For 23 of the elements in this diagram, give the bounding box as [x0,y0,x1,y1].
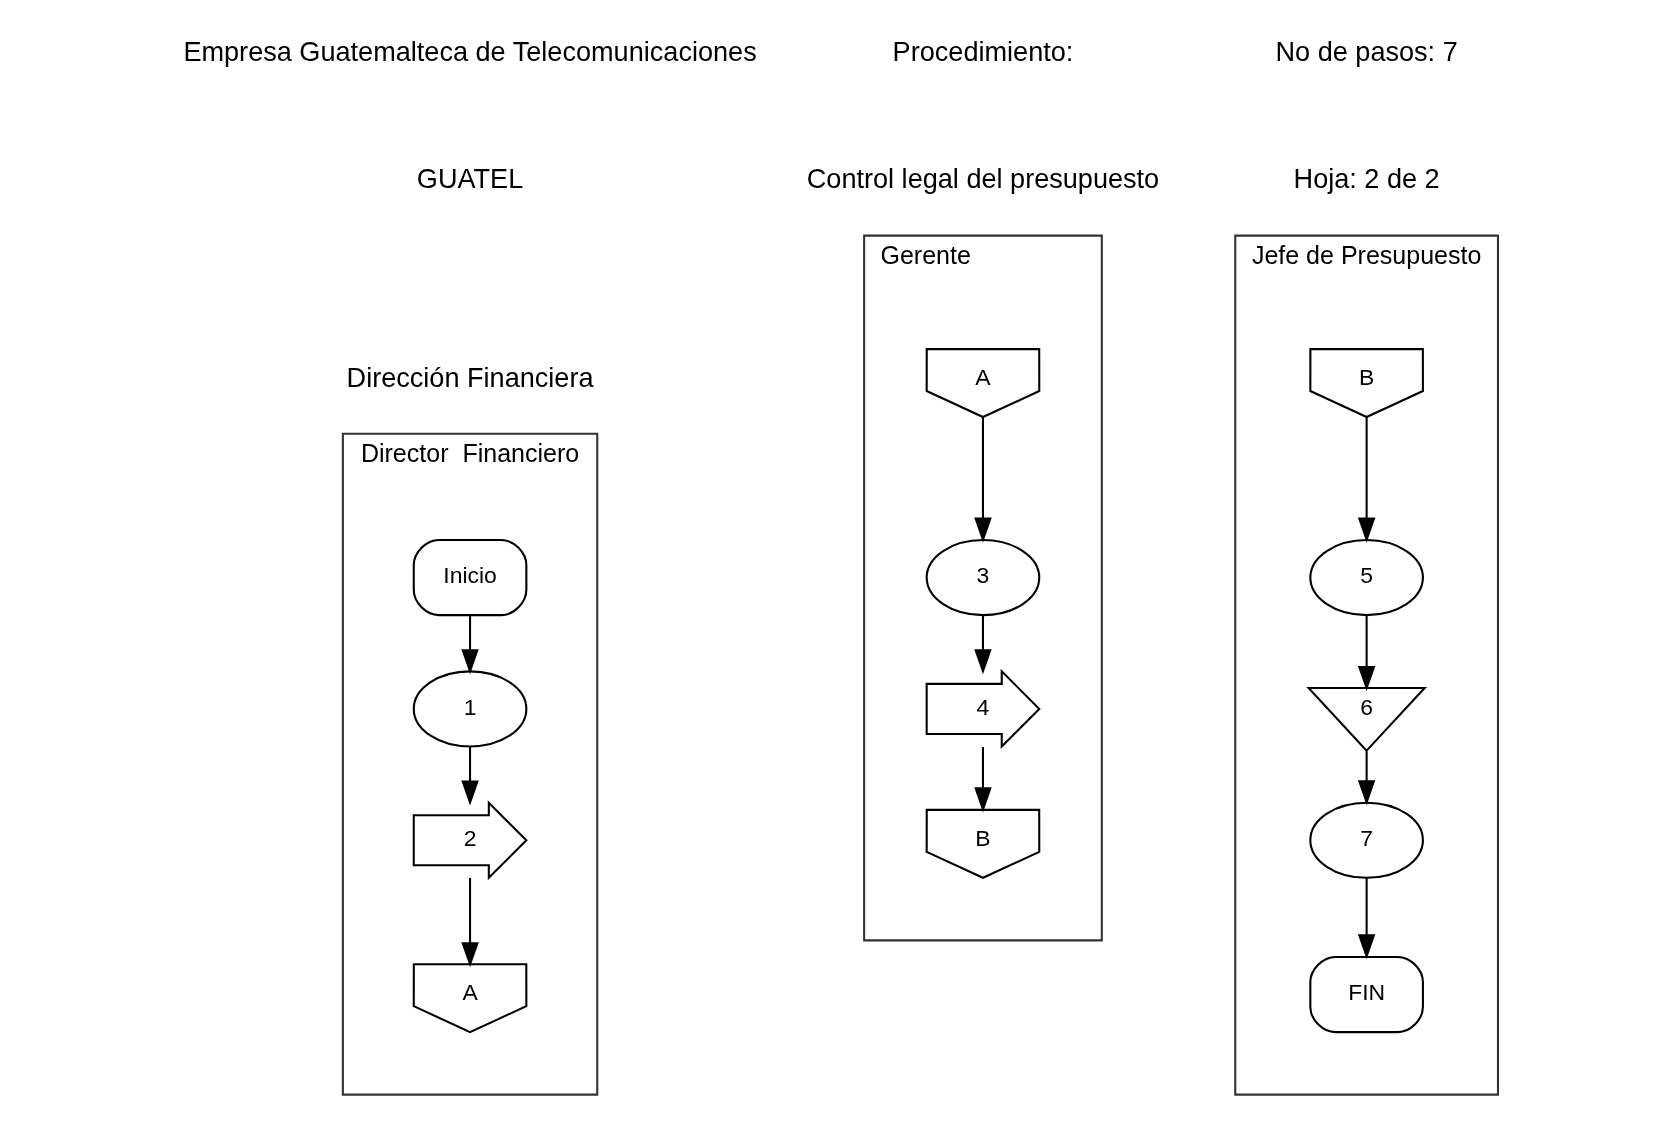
arrow [461,747,479,806]
arrow [974,747,992,813]
label: No de pasos: 7 [1275,36,1458,68]
arrow [1357,615,1376,692]
node-ellipse: 3 [925,538,1041,617]
node-ellipse: 5 [1309,538,1424,617]
label: Empresa Guatemalteca de Telecomunicaciones [183,36,757,68]
label: Procedimiento: [892,36,1074,68]
label: GUATEL [416,163,524,195]
label: Dirección Financiera [346,361,594,393]
node-box: FIN [1309,956,1424,1034]
arrow [461,877,479,968]
arrow [974,615,992,675]
arrow [461,615,479,675]
node-box: Inicio [412,538,528,617]
arrow [974,417,992,543]
label: Control legal del presupuesto [806,163,1160,195]
node-ellipse: 7 [1309,801,1424,879]
label: Hoja: 2 de 2 [1293,163,1440,195]
arrow [1357,877,1376,960]
node-ellipse: 1 [412,670,528,748]
arrow [1357,751,1376,806]
arrow [1357,417,1376,543]
